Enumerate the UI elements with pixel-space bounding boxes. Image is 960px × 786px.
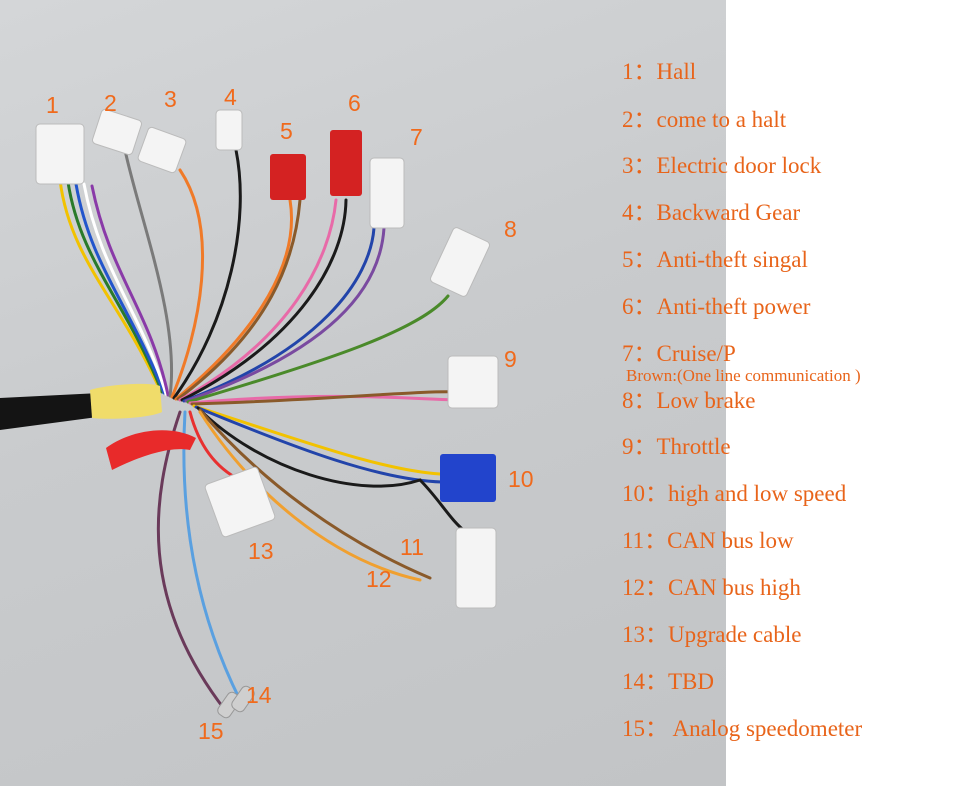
- connector-10: [440, 454, 496, 502]
- legend-item-3: 3：Electric door lock: [622, 153, 822, 178]
- callout-9: 9: [504, 346, 517, 372]
- harness-photo: 1 2 3 4 5 6 7 8 9 10 11 12 13 14 15: [0, 0, 726, 786]
- callout-8: 8: [504, 216, 517, 242]
- legend-item-4: 4：Backward Gear: [622, 200, 801, 225]
- callout-5: 5: [280, 118, 293, 144]
- connector-6: [330, 130, 362, 196]
- legend-item-13: 13：Upgrade cable: [622, 622, 802, 647]
- wire-bundle: [58, 148, 468, 712]
- harness-illustration: [0, 108, 499, 719]
- callout-12: 12: [366, 566, 392, 592]
- legend-item-6: 6：Anti-theft power: [622, 294, 811, 319]
- connector-1: [35, 123, 85, 185]
- legend-item-12: 12：CAN bus high: [622, 575, 801, 600]
- connector-9: [447, 355, 499, 409]
- connector-5: [270, 154, 306, 200]
- connector-2: [92, 108, 142, 156]
- connector-11: [455, 527, 497, 609]
- main-cable: [0, 392, 120, 430]
- legend-item-8: 8：Low brake: [622, 388, 756, 413]
- legend-item-15: 15： Analog speedometer: [622, 716, 863, 741]
- connector-3: [137, 126, 187, 174]
- callout-2: 2: [104, 90, 117, 116]
- callout-10: 10: [508, 466, 534, 492]
- legend-item-1: 1：Hall: [622, 59, 697, 84]
- connector-14: [231, 685, 255, 713]
- connector-13: [204, 466, 276, 538]
- connector-8: [430, 227, 490, 297]
- connector-7: [369, 157, 405, 229]
- callout-15: 15: [198, 718, 224, 744]
- legend-item-10: 10：high and low speed: [622, 481, 847, 506]
- legend-item-11: 11：CAN bus low: [622, 528, 794, 553]
- callout-7: 7: [410, 124, 423, 150]
- legend-item-2: 2：come to a halt: [622, 107, 787, 132]
- yellow-sleeve: [90, 383, 162, 419]
- callout-11: 11: [400, 534, 424, 560]
- legend-note-brown: Brown:(One line communication ): [626, 366, 861, 385]
- callout-14: 14: [246, 682, 272, 708]
- legend-item-7: 7：Cruise/P: [622, 341, 736, 366]
- red-tag: [106, 430, 196, 470]
- legend-item-9: 9：Throttle: [622, 434, 731, 459]
- callout-4: 4: [224, 84, 237, 110]
- legend-item-5: 5：Anti-theft singal: [622, 247, 808, 272]
- callout-13: 13: [248, 538, 274, 564]
- callout-1: 1: [46, 92, 59, 118]
- callout-3: 3: [164, 86, 177, 112]
- callout-6: 6: [348, 90, 361, 116]
- connector-4: [215, 109, 243, 151]
- legend-item-14: 14：TBD: [622, 669, 714, 694]
